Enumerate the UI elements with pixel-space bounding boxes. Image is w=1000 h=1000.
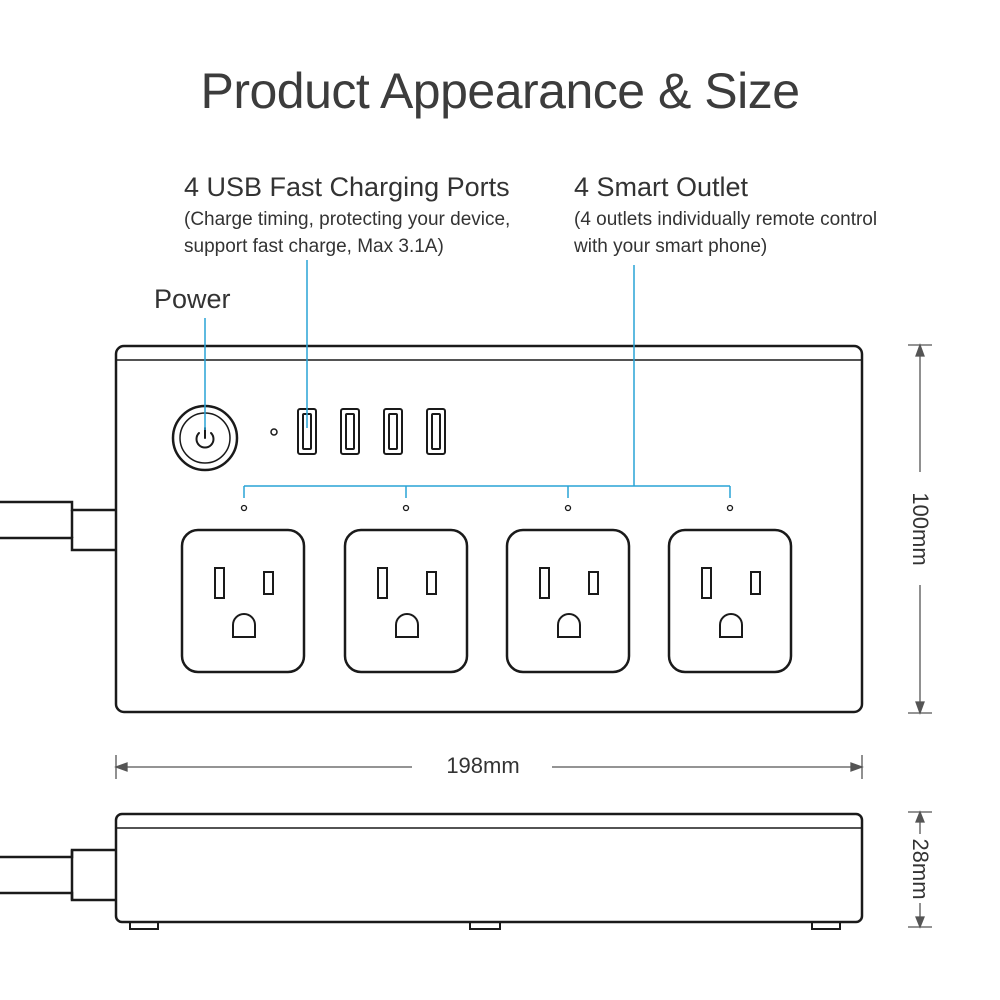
dimension-depth-label: 28mm bbox=[908, 838, 933, 900]
usb-ports bbox=[297, 408, 446, 455]
power-callout-label: Power bbox=[154, 284, 231, 314]
outlet-icon bbox=[667, 528, 793, 674]
usb-callout-desc-line2: support fast charge, Max 3.1A) bbox=[184, 236, 444, 257]
page-title: Product Appearance & Size bbox=[200, 63, 801, 119]
outlets bbox=[180, 528, 793, 674]
callout-lines bbox=[204, 260, 731, 498]
rubber-feet bbox=[129, 921, 841, 930]
outlet-icon bbox=[180, 528, 306, 674]
dimension-width-label: 198mm bbox=[446, 753, 520, 778]
power-cord-side bbox=[0, 848, 116, 902]
power-strip-side-view bbox=[114, 812, 864, 924]
usb-port-icon bbox=[426, 408, 446, 455]
usb-port-icon bbox=[340, 408, 360, 455]
usb-callout-heading: 4 USB Fast Charging Ports bbox=[184, 172, 510, 202]
outlet-icon bbox=[343, 528, 469, 674]
power-cord-top bbox=[0, 500, 116, 552]
power-icon bbox=[195, 427, 215, 449]
smart-outlet-callout-heading: 4 Smart Outlet bbox=[574, 172, 749, 202]
dimension-height-line bbox=[908, 343, 932, 715]
usb-port-icon bbox=[383, 408, 403, 455]
dimension-height-label: 100mm bbox=[908, 492, 933, 566]
dimension-depth-line bbox=[908, 810, 932, 929]
outlet-leds bbox=[240, 504, 734, 512]
indicator-led bbox=[270, 428, 278, 436]
smart-outlet-callout-desc-line1: (4 outlets individually remote control bbox=[574, 209, 878, 230]
dimension-width-line bbox=[114, 755, 864, 779]
smart-outlet-callout-desc-line2: with your smart phone) bbox=[574, 236, 768, 257]
power-strip-top-view bbox=[114, 344, 864, 714]
outlet-icon bbox=[505, 528, 631, 674]
usb-callout-desc-line1: (Charge timing, protecting your device, bbox=[184, 209, 511, 230]
